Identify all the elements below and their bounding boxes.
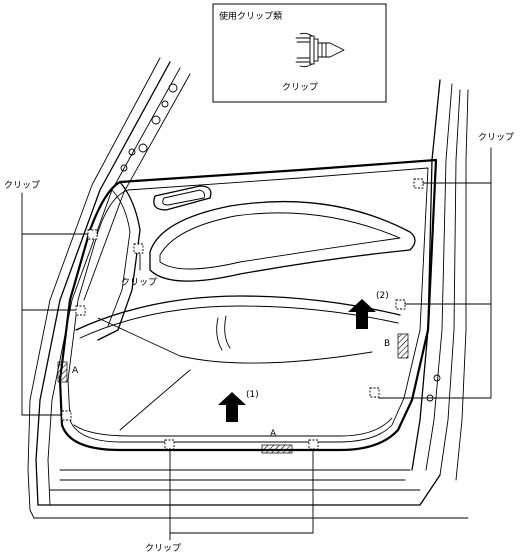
clip-bottom-left [164, 439, 175, 450]
hatch-area-b-right [397, 333, 409, 359]
legend-clip-label: クリップ [282, 82, 318, 93]
marker-b-right: B [384, 339, 390, 349]
clip-icon [295, 32, 345, 68]
clip-right-lower [369, 387, 380, 398]
legend-title: 使用クリップ類 [219, 10, 282, 22]
step2-label: (2) [376, 291, 389, 301]
clip-left-upper [87, 229, 98, 240]
door-trim-panel [58, 158, 438, 452]
hatch-area-a-left [57, 361, 68, 383]
hatch-area-a-bottom [261, 444, 293, 454]
clip-bottom-right [308, 439, 319, 450]
clip-left-middle [75, 305, 86, 316]
clip-right-middle [395, 299, 406, 310]
step1-label: (1) [246, 390, 259, 400]
callout-right-clips: クリップ [478, 132, 514, 143]
marker-a-bottom: A [270, 429, 277, 439]
clip-legend-box: 使用クリップ類 クリップ [212, 3, 387, 103]
marker-a-left: A [72, 366, 79, 376]
clip-left-lower [61, 410, 72, 421]
clip-positions [61, 178, 424, 450]
leader-lines [21, 147, 492, 541]
callout-inner-clip: クリップ [121, 277, 157, 288]
arrow-step1 [218, 392, 246, 422]
clip-right-upper [413, 178, 424, 189]
arrow-step2 [348, 299, 376, 329]
callout-left-clips: クリップ [4, 180, 40, 191]
callout-bottom-clips: クリップ [145, 543, 181, 554]
clip-inner [133, 243, 144, 254]
